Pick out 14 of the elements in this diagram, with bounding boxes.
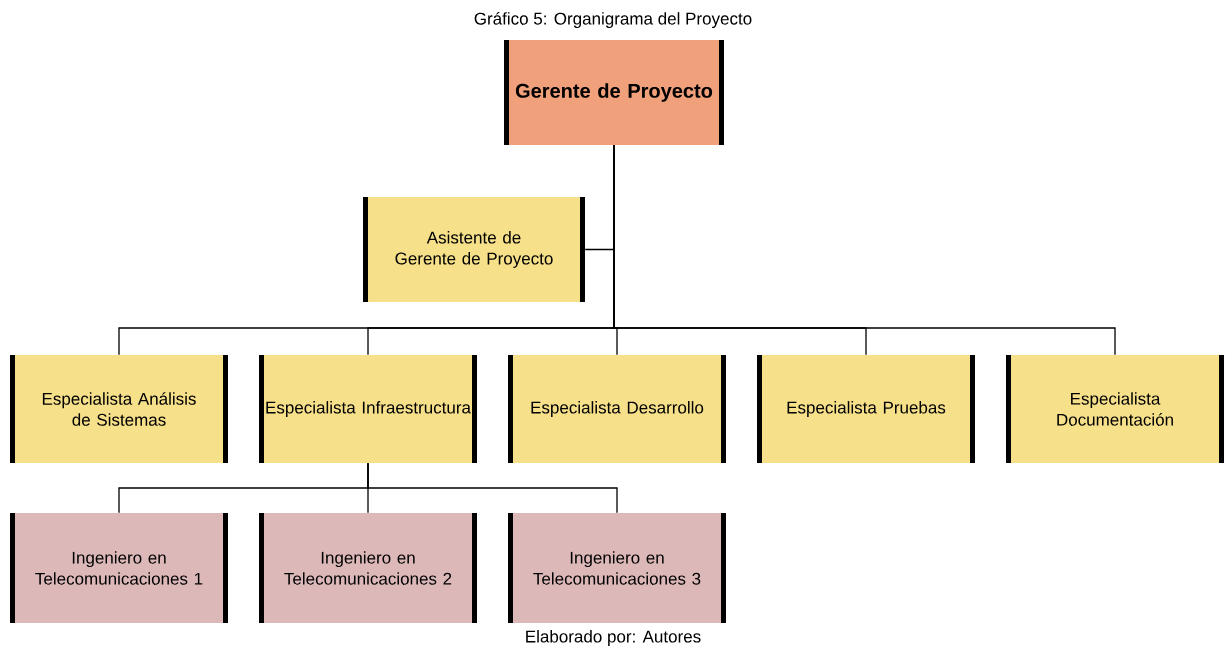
org-box: Especialista Documentación	[1006, 352, 1224, 466]
org-box: Ingeniero en Telecomunicaciones 1	[10, 510, 228, 626]
org-box: Especialista Desarrollo	[508, 352, 726, 466]
org-box: Ingeniero en Telecomunicaciones 3	[508, 510, 726, 626]
org-box: Ingeniero en Telecomunicaciones 2	[259, 510, 477, 626]
connector-line	[367, 462, 618, 514]
org-box: Especialista Pruebas	[757, 352, 975, 466]
chart-title: Gráfico 5: Organigrama del Proyecto	[474, 12, 752, 29]
caption: Elaborado por: Autores	[526, 630, 701, 646]
org-box: Gerente de Proyecto	[504, 37, 724, 148]
org-box: Asistente de Gerente de Proyecto	[363, 194, 585, 305]
org-box: Especialista Análisis de Sistemas	[10, 352, 228, 466]
connector-line	[613, 144, 1116, 356]
org-box: Especialista Infraestructura	[259, 352, 477, 466]
